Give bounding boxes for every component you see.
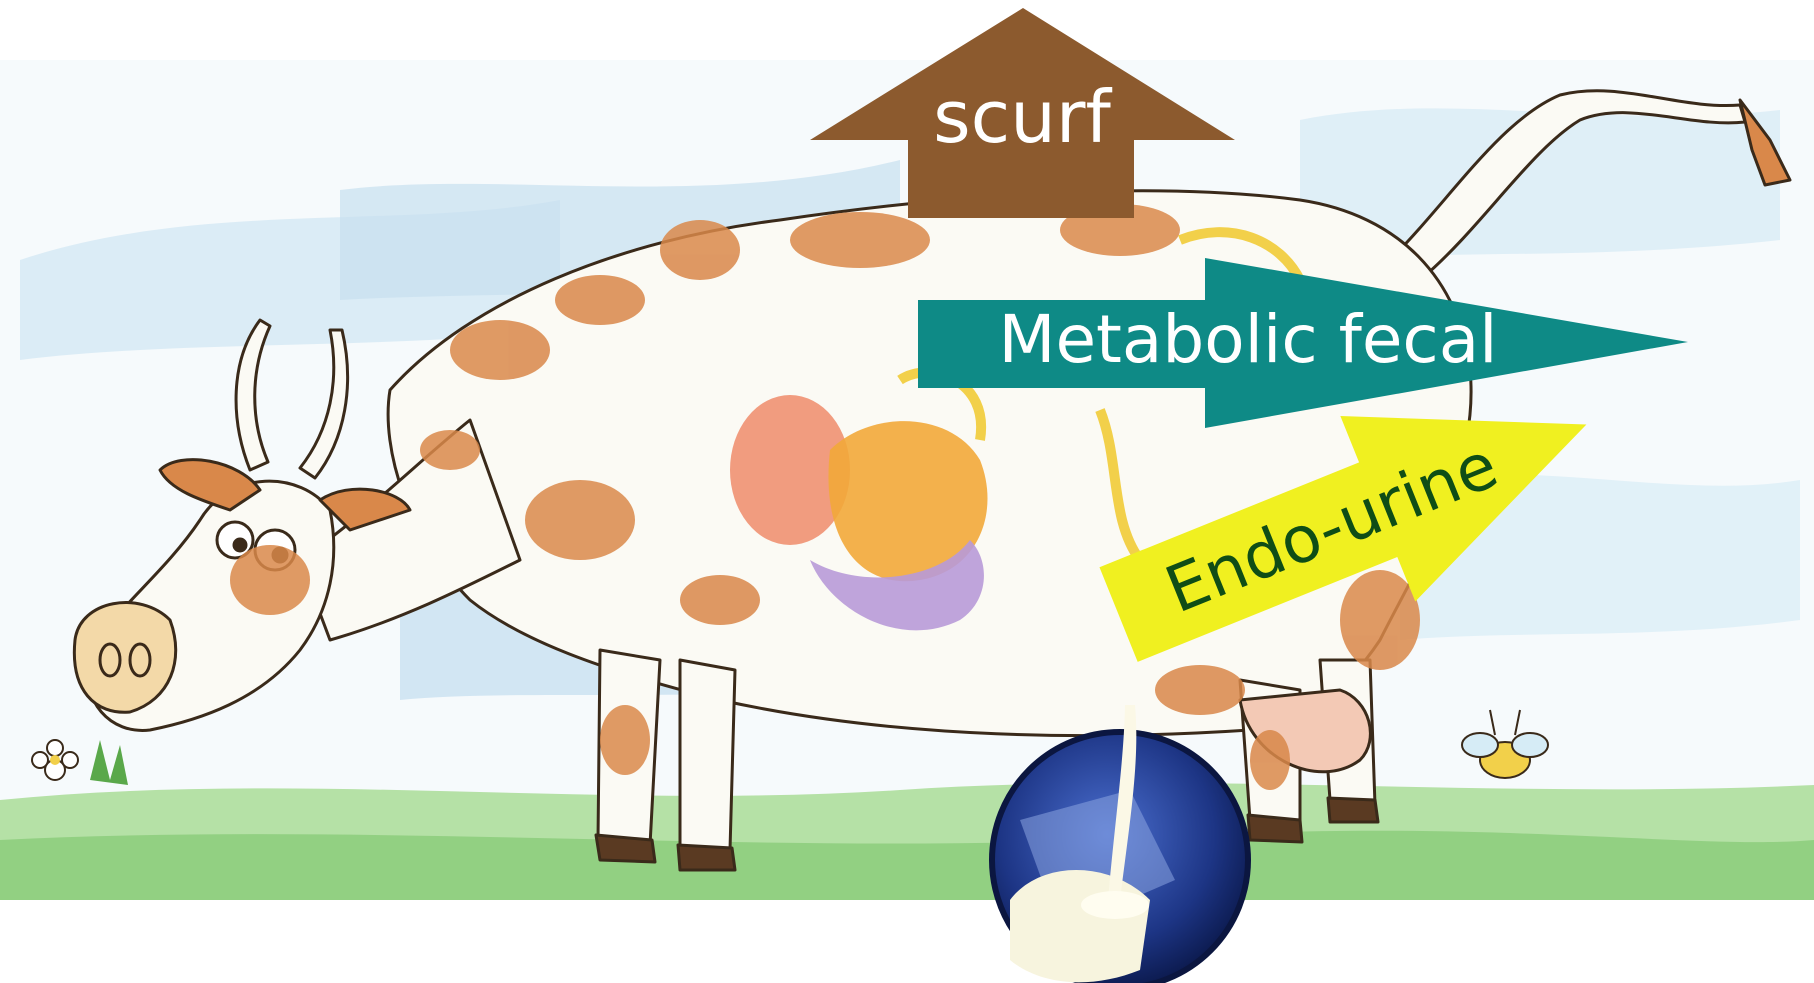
grass	[0, 783, 1814, 900]
metabolic-fecal-label: Metabolic fecal	[999, 301, 1498, 378]
scurf-label: scurf	[933, 75, 1112, 159]
